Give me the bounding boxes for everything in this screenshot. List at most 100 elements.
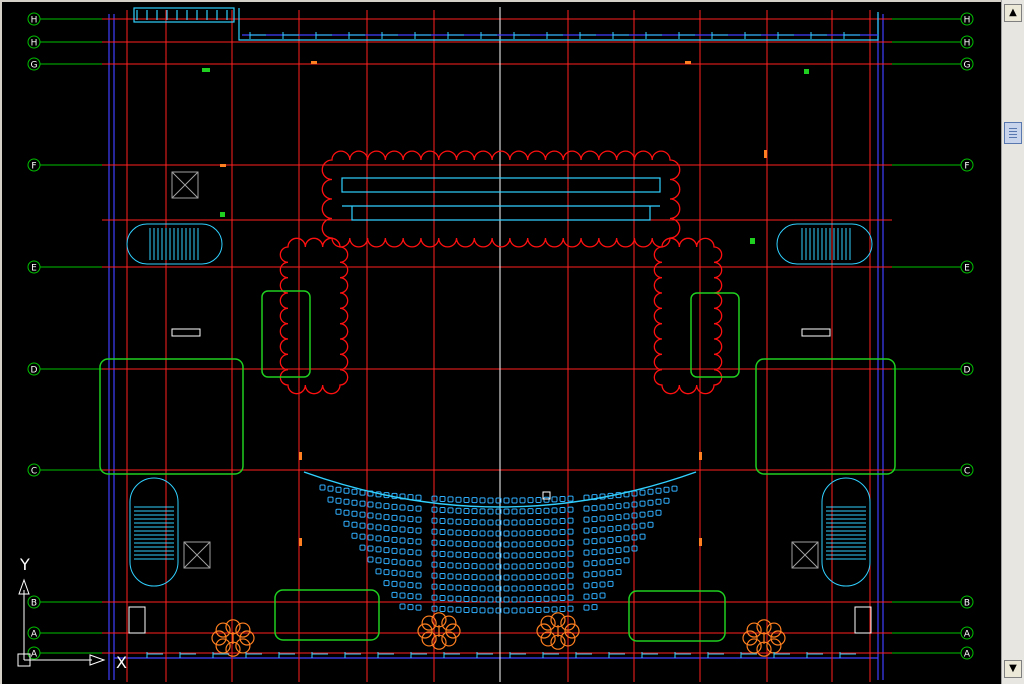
seat xyxy=(479,585,486,592)
seat xyxy=(615,514,622,521)
seat xyxy=(415,582,422,589)
seat xyxy=(559,540,566,547)
grid-bubble-left: F xyxy=(27,158,102,172)
seat xyxy=(567,506,574,513)
grid-bubble-right: G xyxy=(892,57,974,71)
seat xyxy=(647,510,654,517)
seat xyxy=(455,584,462,591)
seat xyxy=(447,573,454,580)
seat xyxy=(591,505,598,512)
seat xyxy=(431,572,438,579)
tree-symbol xyxy=(536,612,580,650)
seat xyxy=(359,544,366,551)
seat xyxy=(623,524,630,531)
seat xyxy=(343,509,350,516)
seat xyxy=(591,538,598,545)
seat xyxy=(391,591,398,598)
grid-bubble-right: H xyxy=(892,35,974,49)
seat xyxy=(559,507,566,514)
seat xyxy=(439,518,446,525)
grid-label-left: B xyxy=(31,599,37,609)
seat xyxy=(351,510,358,517)
grid-bubble-left: A xyxy=(27,626,102,640)
vertical-scrollbar[interactable]: ▲ ▼ xyxy=(1001,0,1024,684)
seat xyxy=(607,525,614,532)
seat xyxy=(383,558,390,565)
seat xyxy=(535,551,542,558)
seat xyxy=(391,503,398,510)
scroll-down-button[interactable]: ▼ xyxy=(1004,660,1022,678)
seat xyxy=(479,508,486,515)
seat xyxy=(535,518,542,525)
seat xyxy=(407,527,414,534)
seat xyxy=(527,508,534,515)
seat xyxy=(551,551,558,558)
seat xyxy=(639,500,646,507)
scroll-up-button[interactable]: ▲ xyxy=(1004,4,1022,22)
seat xyxy=(431,539,438,546)
seat xyxy=(559,562,566,569)
seat xyxy=(527,596,534,603)
seat xyxy=(415,538,422,545)
seat xyxy=(535,540,542,547)
building-walls xyxy=(108,14,884,680)
seat xyxy=(583,505,590,512)
seat xyxy=(623,513,630,520)
seat xyxy=(543,551,550,558)
seat xyxy=(583,560,590,567)
seat xyxy=(439,584,446,591)
seat xyxy=(471,497,478,504)
seat xyxy=(455,562,462,569)
seat xyxy=(543,606,550,613)
seat xyxy=(399,515,406,522)
seat xyxy=(567,495,574,502)
seat xyxy=(463,540,470,547)
seat xyxy=(631,534,638,541)
grid-bubble-right: B xyxy=(892,595,974,609)
seat xyxy=(591,516,598,523)
seat xyxy=(527,541,534,548)
seat xyxy=(471,530,478,537)
seat xyxy=(607,503,614,510)
seat xyxy=(375,546,382,553)
seat xyxy=(399,504,406,511)
seat xyxy=(583,593,590,600)
ucs-icon: Y X xyxy=(12,550,142,672)
seat xyxy=(487,596,494,603)
trees xyxy=(211,612,786,657)
seat xyxy=(623,557,630,564)
seat xyxy=(375,524,382,531)
seat xyxy=(391,558,398,565)
seat xyxy=(367,523,374,530)
seat xyxy=(607,558,614,565)
seat xyxy=(647,488,654,495)
seat xyxy=(487,541,494,548)
grid-label-right: A xyxy=(964,650,971,660)
seat xyxy=(447,507,454,514)
seat xyxy=(511,552,518,559)
grid-bubble-right: D xyxy=(892,362,974,376)
seat xyxy=(343,520,350,527)
seat xyxy=(431,594,438,601)
seat xyxy=(567,572,574,579)
seat xyxy=(511,585,518,592)
seat xyxy=(551,496,558,503)
seat xyxy=(535,496,542,503)
seat xyxy=(487,552,494,559)
seat xyxy=(415,593,422,600)
ucs-y-label: Y xyxy=(19,555,30,574)
seat xyxy=(359,511,366,518)
seat xyxy=(359,522,366,529)
seat xyxy=(495,574,502,581)
seat xyxy=(503,497,510,504)
scroll-thumb[interactable] xyxy=(1004,122,1022,144)
seat xyxy=(407,549,414,556)
seat xyxy=(471,508,478,515)
seat xyxy=(511,519,518,526)
grid-label-left: D xyxy=(31,366,38,376)
grid-label-right: F xyxy=(964,162,969,172)
seat xyxy=(535,562,542,569)
